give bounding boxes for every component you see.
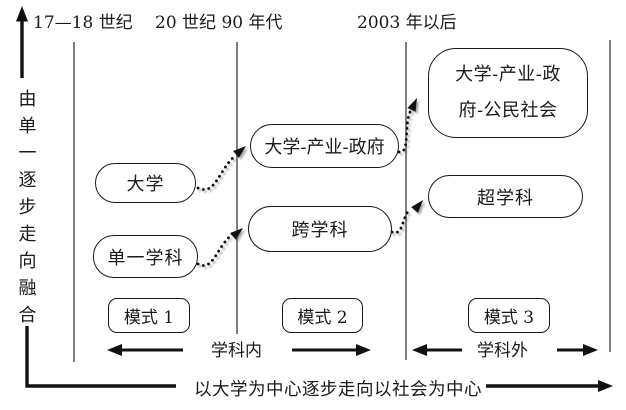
y-axis-arrow: [16, 6, 28, 78]
scope-within-right-arrow: [292, 344, 371, 356]
timeline-label-period2: 20 世纪 90 年代: [155, 13, 283, 33]
node-interdisciplinary: 跨学科: [248, 206, 392, 252]
x-axis-label: 以大学为中心逐步走向以社会为中心: [194, 380, 482, 400]
node-uig-civil-line1: 大学-产业-政: [455, 64, 561, 85]
mode-box-3: 模式 3: [468, 298, 550, 333]
node-transdisciplinary: 超学科: [428, 175, 583, 218]
node-university-industry-government: 大学-产业-政府: [250, 124, 399, 168]
scope-label-outside: 学科外: [477, 341, 528, 361]
evolution-arrows: [196, 98, 423, 267]
timeline-label-period3: 2003 年以后: [357, 13, 457, 33]
arrow-interdisciplinary-to-transdisciplinary: [390, 200, 423, 234]
timeline-label-period1: 17—18 世纪: [33, 13, 133, 33]
scope-within-left-arrow: [107, 344, 183, 356]
scope-label-within: 学科内: [211, 341, 262, 361]
mode-box-2: 模式 2: [282, 298, 363, 333]
arrow-university-to-uig: [196, 146, 246, 191]
node-single-discipline: 单一学科: [93, 235, 198, 278]
node-university: 大学: [95, 163, 196, 203]
scope-outside-right-arrow: [557, 344, 598, 356]
arrow-uig-to-uig-civil: [397, 98, 417, 154]
arrow-single-to-interdisciplinary: [196, 228, 243, 267]
node-uig-civil-line2: 府-公民社会: [458, 100, 558, 121]
scope-outside-left-arrow: [412, 344, 462, 356]
x-axis-arrow: [25, 326, 613, 392]
node-university-industry-government-civil-society: 大学-产业-政 府-公民社会: [428, 48, 588, 138]
mode-box-1: 模式 1: [108, 298, 190, 333]
y-axis-label: 由单一逐步走向融合: [18, 89, 37, 326]
